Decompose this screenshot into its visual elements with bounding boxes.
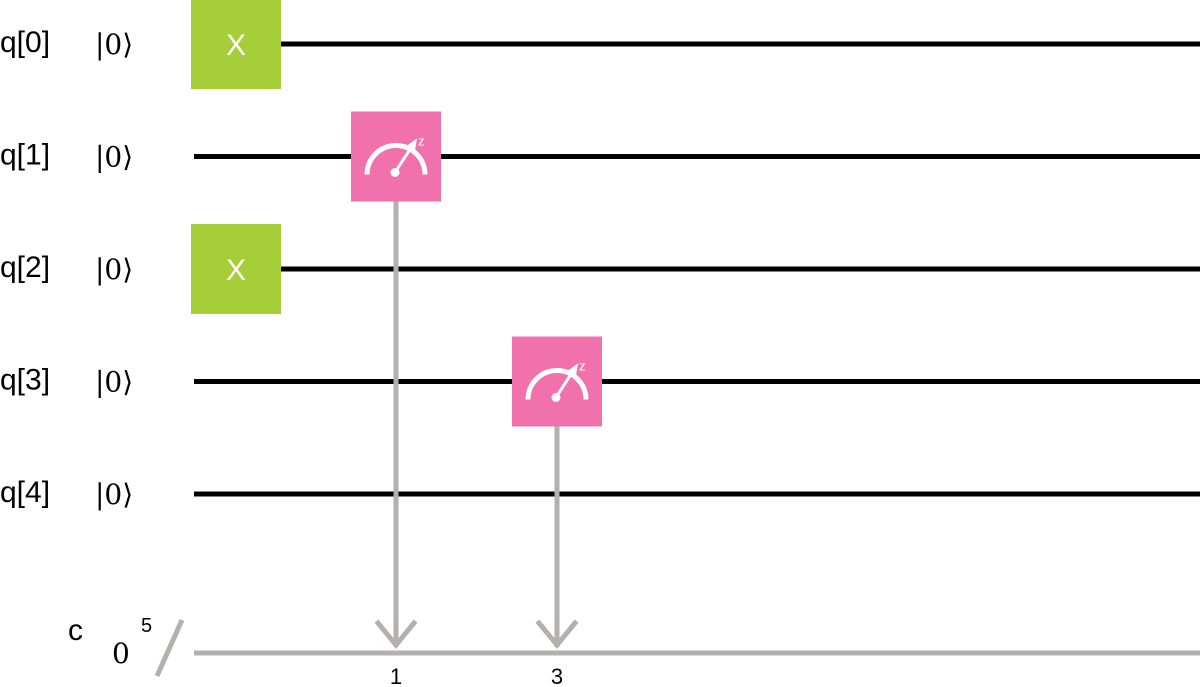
measurement-gate: z <box>512 336 602 427</box>
qubit-init-state-2: |0⟩ <box>95 253 133 286</box>
measurement-basis-label: z <box>418 134 425 149</box>
measurement-gate: z <box>351 111 441 202</box>
qubit-label-3: q[3] <box>0 364 50 397</box>
classical-bit-label: 3 <box>551 664 563 687</box>
gates: X Xz z <box>191 0 602 427</box>
x-gate: X <box>191 0 281 89</box>
measurement-gate-box <box>351 111 441 202</box>
measurement-connection: 3 <box>535 426 579 687</box>
meter-needle-tip <box>568 363 578 376</box>
qubit-init-state-3: |0⟩ <box>95 366 133 399</box>
arrow-head-icon <box>535 619 579 649</box>
classical-bit-label: 1 <box>390 664 402 687</box>
meter-needle <box>393 143 415 174</box>
x-gate-label: X <box>226 254 246 287</box>
register-labels: q[0] |0⟩ q[1] |0⟩ q[2] |0⟩ q[3] |0⟩ q[4] |0⟩ c05 <box>0 26 152 670</box>
qubit-label-4: q[4] <box>0 476 50 509</box>
arrow-head-icon <box>374 619 418 649</box>
x-gate-label: X <box>226 29 246 62</box>
qubit-init-state-4: |0⟩ <box>95 478 133 511</box>
classical-register-size: 5 <box>141 615 152 637</box>
qubit-init-state-1: |0⟩ <box>95 141 133 174</box>
meter-icon <box>525 363 589 402</box>
x-gate: X <box>191 224 281 314</box>
qubit-init-state-0: |0⟩ <box>95 28 133 61</box>
qubit-label-2: q[2] <box>0 251 50 284</box>
qubit-wires <box>194 41 1200 497</box>
meter-arc <box>364 143 428 175</box>
measurement-basis-label: z <box>579 359 586 374</box>
bus-slash <box>154 618 185 678</box>
classical-register-label: c <box>68 614 83 647</box>
x-gate-box <box>191 224 281 314</box>
measurement-connection: 1 <box>374 201 418 687</box>
meter-arc <box>525 368 589 400</box>
qubit-label-1: q[1] <box>0 139 50 172</box>
meter-needle-tip <box>407 138 417 151</box>
meter-icon <box>364 138 428 177</box>
classical-register-init: 0 <box>112 637 130 670</box>
measurement-gate-box <box>512 336 602 427</box>
qubit-label-0: q[0] <box>0 26 50 59</box>
x-gate-box <box>191 0 281 89</box>
meter-needle <box>554 368 576 399</box>
